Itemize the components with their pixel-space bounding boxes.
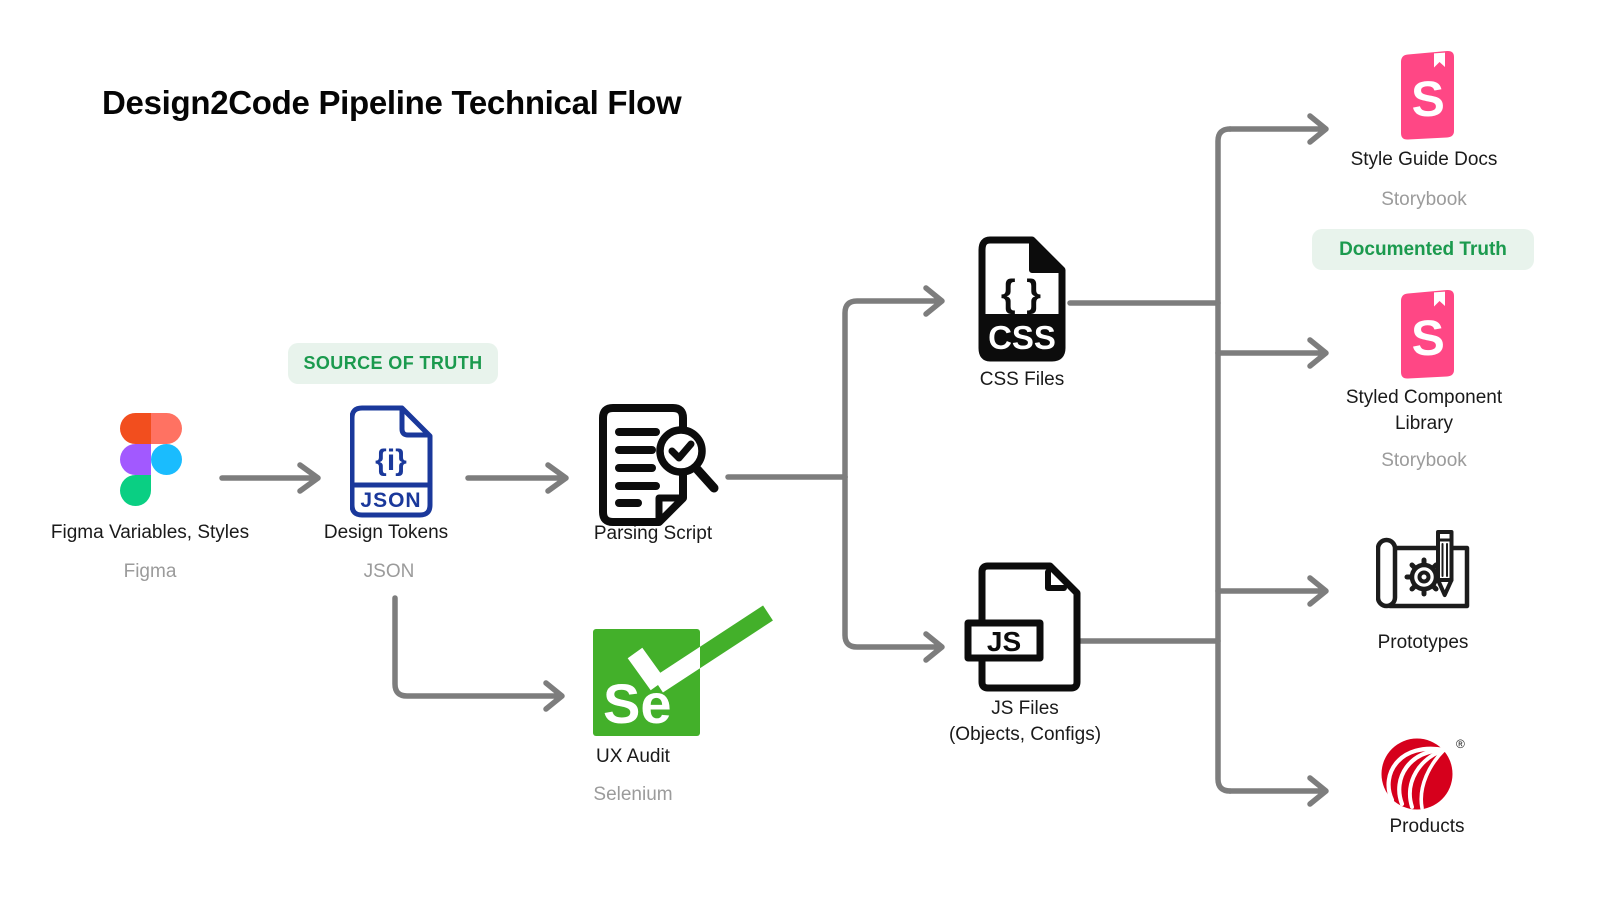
parsing-script-icon (599, 404, 719, 526)
prototypes-label: Prototypes (1377, 632, 1469, 653)
ux-audit-label: UX Audit (596, 746, 670, 767)
connector-to-style-guide (1227, 113, 1329, 145)
figma-icon-shape (120, 413, 151, 444)
css-file-icon: { } CSS (978, 236, 1066, 362)
lexisnexis-icon: ® (1381, 737, 1465, 810)
connector-split-to-css (842, 285, 945, 480)
parsing-script-label: Parsing Script (593, 523, 713, 544)
json-format-glyph: JSON (360, 489, 421, 512)
style-guide-docs-label: Style Guide Docs (1350, 149, 1498, 170)
design-tokens-label: Design Tokens (323, 522, 449, 543)
figma-icon-shape (120, 475, 151, 506)
prototypes-icon (1376, 530, 1470, 609)
storybook-icon: S (1401, 289, 1454, 379)
connector-to-prototypes (1215, 575, 1329, 607)
storybook-icon: S (1401, 50, 1454, 140)
json-file-icon: {i} JSON (350, 405, 433, 518)
figma-icon (120, 413, 182, 506)
css-brace-glyph: { } (1001, 273, 1041, 315)
products-label: Products (1389, 816, 1465, 837)
connector-json-to-uxaudit (392, 595, 565, 712)
styled-component-library-label: Styled Component Library (1345, 387, 1503, 434)
js-files-label: JS Files (991, 698, 1059, 719)
connector-tokens-to-parsing (465, 462, 569, 494)
style-guide-docs-sublabel: Storybook (1381, 189, 1467, 210)
source-of-truth-badge: SOURCE OF TRUTH (288, 343, 498, 384)
registered-trademark-glyph: ® (1456, 737, 1465, 751)
css-format-glyph: CSS (988, 319, 1056, 356)
ux-audit-sublabel: Selenium (593, 784, 673, 805)
js-format-glyph: JS (987, 626, 1021, 657)
json-brace-glyph: {i} (375, 444, 407, 477)
connector-figma-to-tokens (219, 462, 321, 494)
documented-truth-badge: Documented Truth (1312, 229, 1534, 270)
figma-sublabel: Figma (123, 561, 177, 582)
connector-to-products (1227, 775, 1329, 807)
figma-label: Figma Variables, Styles (50, 522, 250, 543)
styled-component-library-sublabel: Storybook (1381, 450, 1467, 471)
connector-to-component-library (1215, 337, 1329, 369)
js-files-sublabel: (Objects, Configs) (948, 724, 1102, 745)
selenium-icon: Se (593, 605, 773, 736)
connector-split-to-js (842, 474, 945, 663)
design-tokens-sublabel: JSON (363, 561, 415, 582)
connector-trunk (1215, 126, 1233, 794)
figma-icon-shape (151, 444, 182, 475)
figma-icon-shape (151, 413, 182, 444)
js-file-icon: JS (964, 562, 1081, 692)
selenium-se-glyph: Se (603, 672, 672, 735)
page-title: Design2Code Pipeline Technical Flow (102, 84, 682, 121)
storybook-s-glyph: S (1410, 70, 1445, 127)
css-files-label: CSS Files (979, 369, 1065, 390)
storybook-s-glyph: S (1410, 309, 1445, 366)
figma-icon-shape (120, 444, 151, 475)
